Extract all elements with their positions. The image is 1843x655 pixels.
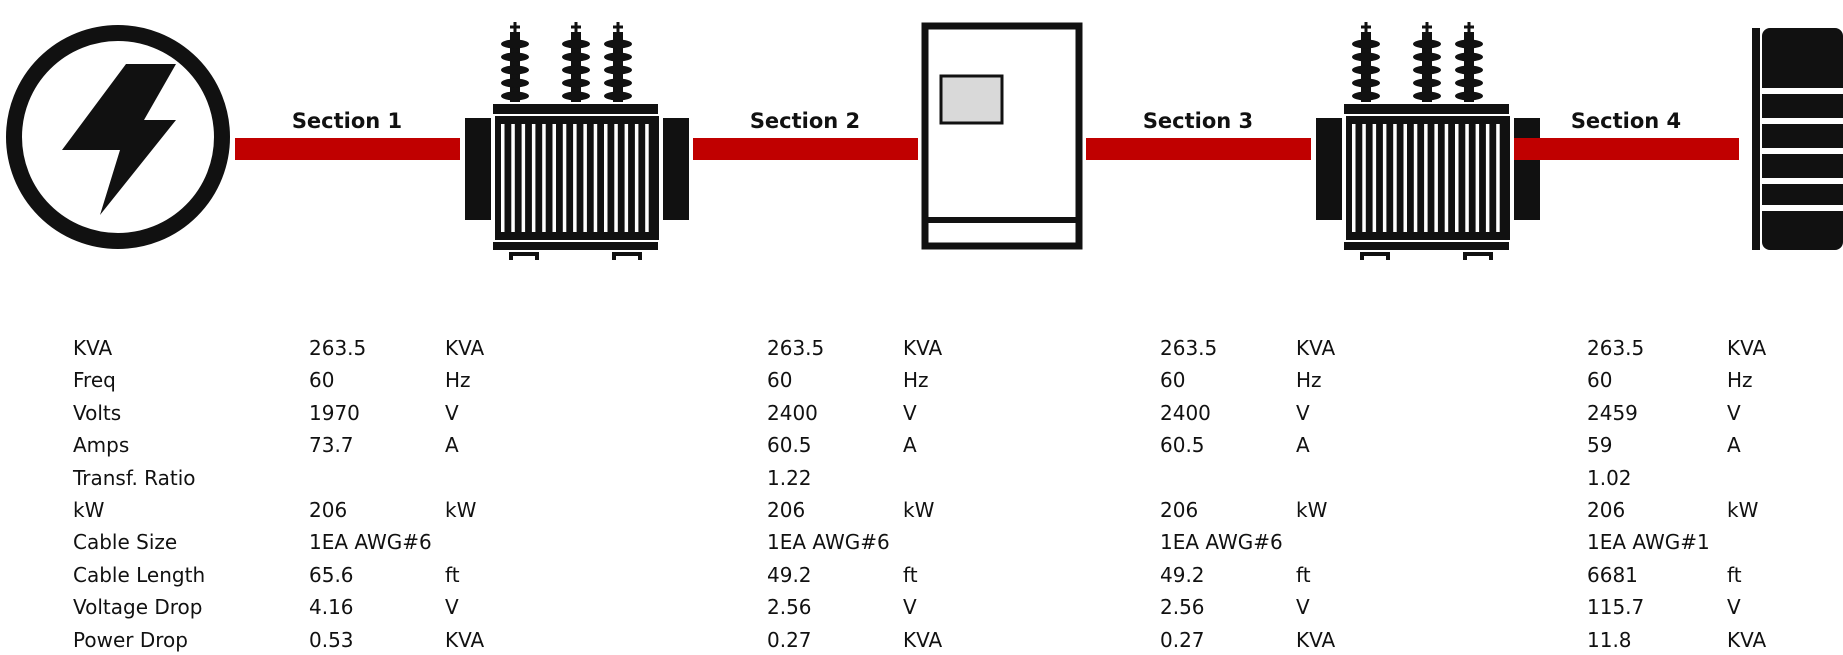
section-4-value: 59 [1587, 433, 1613, 458]
motor-icon [1752, 28, 1843, 250]
row-label: KVA [73, 336, 113, 360]
section-4-unit: KVA [1727, 336, 1767, 360]
section-2-value: 1.22 [767, 465, 812, 490]
section-3-unit: V [1296, 400, 1310, 425]
section-1-unit: V [445, 400, 459, 425]
section-3-value: 2.56 [1160, 595, 1205, 620]
section-2-value: 0.27 [767, 627, 812, 652]
section-1-unit: V [445, 595, 459, 620]
section-1-unit: ft [445, 562, 460, 587]
section-3-value: 49.2 [1160, 562, 1205, 587]
section-4-unit: A [1727, 433, 1741, 458]
row-label: Voltage Drop [73, 595, 203, 620]
single-line-diagram: Section 1 Section 2 Section 3 Section 4 [6, 22, 1843, 260]
row-label: kW [73, 498, 105, 522]
row-label: Cable Length [73, 562, 206, 587]
section-2-unit: V [903, 400, 917, 425]
section-1-unit: Hz [445, 368, 471, 393]
section-1-value: 1970 [309, 400, 360, 425]
section-1-value: 60 [309, 368, 335, 393]
section-3-value: 60.5 [1160, 433, 1205, 458]
cable-section-2 [693, 138, 918, 160]
row-label: Amps [73, 433, 130, 458]
section-2-value: 206 [767, 498, 806, 522]
transformer-icon [465, 22, 689, 260]
section-3-value: 206 [1160, 498, 1199, 522]
section-4-value: 263.5 [1587, 336, 1645, 360]
section-4-unit: V [1727, 595, 1741, 620]
cable-section-1 [235, 138, 460, 160]
section-3-label: Section 3 [1143, 109, 1253, 133]
section-1-value: 263.5 [309, 336, 367, 360]
row-label: Cable Size [73, 530, 178, 555]
section-1-value: 1EA AWG#6 [309, 530, 432, 555]
section-3-unit: V [1296, 595, 1310, 620]
section-2-unit: V [903, 595, 917, 620]
section-4-value: 11.8 [1587, 627, 1632, 652]
section-4-unit: V [1727, 400, 1741, 425]
section-2-unit: ft [903, 562, 918, 587]
section-3-value: 2400 [1160, 400, 1211, 425]
section-3-value: 1EA AWG#6 [1160, 530, 1283, 555]
section-2-unit: kW [903, 498, 935, 522]
section-2-value: 2400 [767, 400, 818, 425]
section-1-value: 0.53 [309, 627, 354, 652]
section-3-unit: KVA [1296, 627, 1336, 652]
section-1-value: 206 [309, 498, 348, 522]
section-2-unit: Hz [903, 368, 929, 393]
row-label: Volts [73, 400, 122, 425]
section-1-label: Section 1 [292, 109, 402, 133]
section-2-unit: A [903, 433, 917, 458]
section-3-value: 263.5 [1160, 336, 1218, 360]
section-4-value: 1.02 [1587, 465, 1632, 490]
row-label: Freq [73, 368, 116, 393]
section-4-unit: Hz [1727, 368, 1753, 393]
cable-section-3 [1086, 138, 1311, 160]
section-1-value: 4.16 [309, 595, 354, 620]
switchgear-cabinet-icon [921, 22, 1083, 250]
section-4-unit: kW [1727, 498, 1759, 522]
transformer-icon [1316, 22, 1540, 260]
section-1-unit: kW [445, 498, 477, 522]
section-2-value: 1EA AWG#6 [767, 530, 890, 555]
section-2-value: 60.5 [767, 433, 812, 458]
section-2-unit: KVA [903, 336, 943, 360]
section-4-value: 6681 [1587, 562, 1638, 587]
section-4-value: 2459 [1587, 400, 1638, 425]
panel-window [939, 74, 1004, 125]
section-4-value: 60 [1587, 368, 1613, 393]
section-3-unit: KVA [1296, 336, 1336, 360]
section-1-unit: A [445, 433, 459, 458]
section-2-label: Section 2 [750, 109, 860, 133]
section-2-value: 2.56 [767, 595, 812, 620]
section-4-label: Section 4 [1571, 109, 1681, 133]
section-3-unit: kW [1296, 498, 1328, 522]
section-3-unit: Hz [1296, 368, 1322, 393]
section-3-unit: A [1296, 433, 1310, 458]
row-label: Transf. Ratio [73, 465, 196, 490]
section-4-value: 115.7 [1587, 595, 1645, 620]
section-4-value: 206 [1587, 498, 1626, 522]
section-1-unit: KVA [445, 627, 485, 652]
power-source-lightning-icon [6, 25, 230, 249]
section-4-value: 1EA AWG#1 [1587, 530, 1710, 555]
section-2-value: 263.5 [767, 336, 825, 360]
cable-section-4 [1514, 138, 1739, 160]
section-3-value: 60 [1160, 368, 1186, 393]
section-3-value: 0.27 [1160, 627, 1205, 652]
section-1-value: 65.6 [309, 562, 354, 587]
section-1-value: 73.7 [309, 433, 354, 458]
section-2-unit: KVA [903, 627, 943, 652]
section-2-value: 60 [767, 368, 793, 393]
section-4-unit: ft [1727, 562, 1742, 587]
section-2-value: 49.2 [767, 562, 812, 587]
row-label: Power Drop [73, 627, 188, 652]
section-4-unit: KVA [1727, 627, 1767, 652]
section-3-unit: ft [1296, 562, 1311, 587]
section-1-unit: KVA [445, 336, 485, 360]
